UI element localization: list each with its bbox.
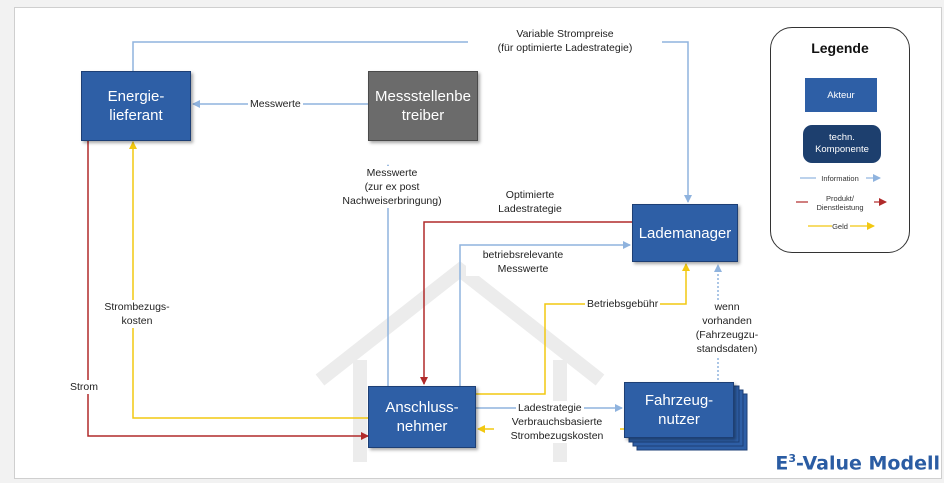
label-verbrauchsbasierte-strombezugskosten: Verbrauchsbasierte Strombezugskosten [494, 415, 620, 443]
product-flows [87, 140, 632, 440]
legend-komponente: techn. Komponente [803, 125, 881, 163]
component-messstellenbetreiber[interactable]: Messstellenbe treiber [368, 71, 478, 141]
diagram-title: E3-Value Modell [775, 452, 940, 474]
legend: Legende Akteur techn. Komponente Informa… [770, 27, 910, 253]
title-rest: -Value Modell [795, 452, 940, 475]
actor-lademanager[interactable]: Lademanager [632, 204, 738, 262]
label-messwerte-top: Messwerte [248, 97, 303, 111]
title-e: E [775, 452, 789, 475]
legend-produkt: Produkt/ Dienstleistung [816, 194, 864, 212]
label-variable-strompreise: Variable Strompreise (für optimierte Lad… [468, 27, 662, 55]
legend-title: Legende [811, 40, 869, 56]
title-superscript: 3 [788, 452, 796, 465]
label-betriebsgebuehr: Betriebsgebühr [585, 297, 661, 311]
legend-lines [796, 174, 887, 230]
legend-information: Information [821, 174, 859, 183]
actor-fahrzeugnutzer[interactable]: Fahrzeug- nutzer [624, 382, 734, 438]
label-strombezugskosten: Strombezugs- kosten [95, 300, 179, 328]
label-optimierte-ladestrategie: Optimierte Ladestrategie [478, 188, 582, 216]
label-ladestrategie: Ladestrategie [516, 401, 584, 415]
label-betriebsrelevante-messwerte: betriebsrelevante Messwerte [466, 248, 580, 276]
label-strom: Strom [68, 380, 101, 394]
legend-geld: Geld [832, 222, 848, 231]
actor-anschlussnehmer[interactable]: Anschluss- nehmer [368, 386, 476, 448]
label-wenn-vorhanden: wenn vorhanden (Fahrzeugzu- standsdaten) [690, 300, 764, 356]
actor-energielieferant[interactable]: Energie- lieferant [81, 71, 191, 141]
legend-akteur: Akteur [805, 78, 877, 112]
label-messwerte-ex-post: Messwerte (zur ex post Nachweiserbringun… [330, 166, 454, 208]
